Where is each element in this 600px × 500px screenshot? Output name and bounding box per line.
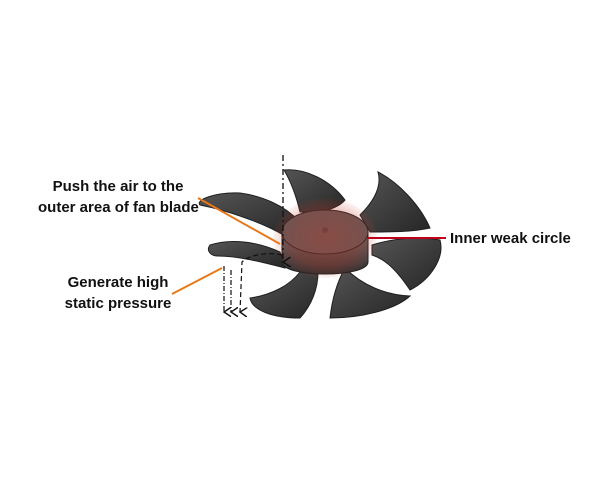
- inner-weak-circle-text: Inner weak circle: [450, 230, 571, 247]
- static-pressure-label-line2: static pressure: [64, 295, 172, 312]
- fan-blade: [198, 192, 301, 237]
- push-air-label-line1: Push the air to the: [52, 178, 184, 195]
- static-pressure-label-line1: Generate high: [67, 274, 169, 291]
- push-air-label-line2: outer area of fan blade: [38, 199, 199, 216]
- push-air-label: Push the air to the outer area of fan bl…: [38, 176, 199, 218]
- fan-blade: [329, 267, 412, 319]
- dashed-arrow-icon: [240, 253, 283, 312]
- static-pressure-label: Generate high static pressure: [64, 272, 172, 314]
- push-air-leader-line: [197, 197, 281, 245]
- fan-blade: [249, 271, 319, 319]
- fan-blade: [207, 240, 286, 269]
- fan-blade: [371, 237, 442, 291]
- fan-blade: [359, 171, 431, 233]
- inner-weak-circle-label: Inner weak circle: [450, 228, 571, 249]
- inner-weak-circle-highlight: [273, 198, 377, 278]
- static-pressure-leader-line: [171, 267, 223, 295]
